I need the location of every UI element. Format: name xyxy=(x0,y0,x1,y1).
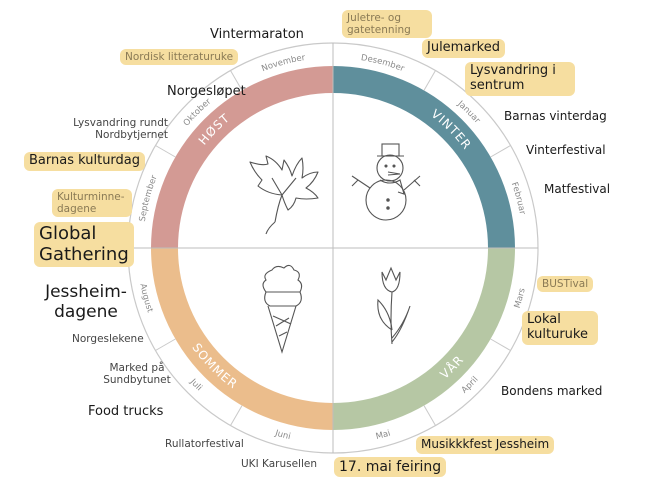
event-rullatorfestival: Rullatorfestival xyxy=(165,438,244,450)
event-norgeslekene: Norgeslekene xyxy=(72,333,144,345)
event-lysvandring-sentrum: Lysvandring i sentrum xyxy=(465,62,575,96)
event-kulturminnedagene: Kulturminne-dagene xyxy=(52,189,132,218)
month-tick xyxy=(423,70,436,91)
event-matfestival: Matfestival xyxy=(544,182,611,196)
event-julemarked: Julemarked xyxy=(422,39,505,58)
event-barnas-vinterdag: Barnas vinterdag xyxy=(504,109,607,123)
event-food-trucks: Food trucks xyxy=(88,404,164,419)
event-lysvandring-rundt: Lysvandring rundt Nordbytjernet xyxy=(73,117,168,142)
event-norgeslopet: Norgesløpet xyxy=(167,84,246,99)
season-band-var xyxy=(333,248,515,430)
month-label-juni: Juni xyxy=(273,428,292,442)
tulip-icon xyxy=(377,266,411,345)
event-jessheimdagene: Jessheim-dagene xyxy=(45,282,127,322)
season-band-vinter xyxy=(333,66,515,248)
month-tick xyxy=(490,338,511,351)
event-lokal-kulturuke: Lokal kulturuke xyxy=(522,311,598,345)
event-uki-karusellen: UKI Karusellen xyxy=(241,458,317,470)
month-tick xyxy=(490,145,511,158)
month-tick xyxy=(230,70,243,91)
month-tick xyxy=(155,338,176,351)
event-nordisk-litteraturuke: Nordisk litteraturuke xyxy=(120,49,239,66)
month-tick xyxy=(230,405,243,426)
event-bustival: BUSTival xyxy=(537,276,594,293)
month-tick xyxy=(155,145,176,158)
maple-leaf-icon xyxy=(249,155,319,235)
month-label-mai: Mai xyxy=(375,429,392,443)
month-tick xyxy=(423,405,436,426)
season-band-sommer xyxy=(151,248,333,430)
event-global-gathering: Global Gathering xyxy=(34,222,134,268)
event-vinterfestival: Vinterfestival xyxy=(526,143,606,157)
event-vintermaraton: Vintermaraton xyxy=(210,27,304,42)
ice-cream-icon xyxy=(262,264,303,354)
event-juletre-gatetenning: Juletre- og gatetenning xyxy=(342,10,432,39)
event-marked-sundbytunet: Marked på Sundbytunet xyxy=(103,362,171,387)
season-band-host xyxy=(151,66,333,248)
event-17-mai: 17. mai feiring xyxy=(334,457,447,478)
snowman-icon xyxy=(351,143,421,221)
event-musikkfest: Musikkkfest Jessheim xyxy=(416,436,555,454)
event-barnas-kulturdag: Barnas kulturdag xyxy=(24,152,146,171)
event-bondens-marked: Bondens marked xyxy=(501,384,603,398)
